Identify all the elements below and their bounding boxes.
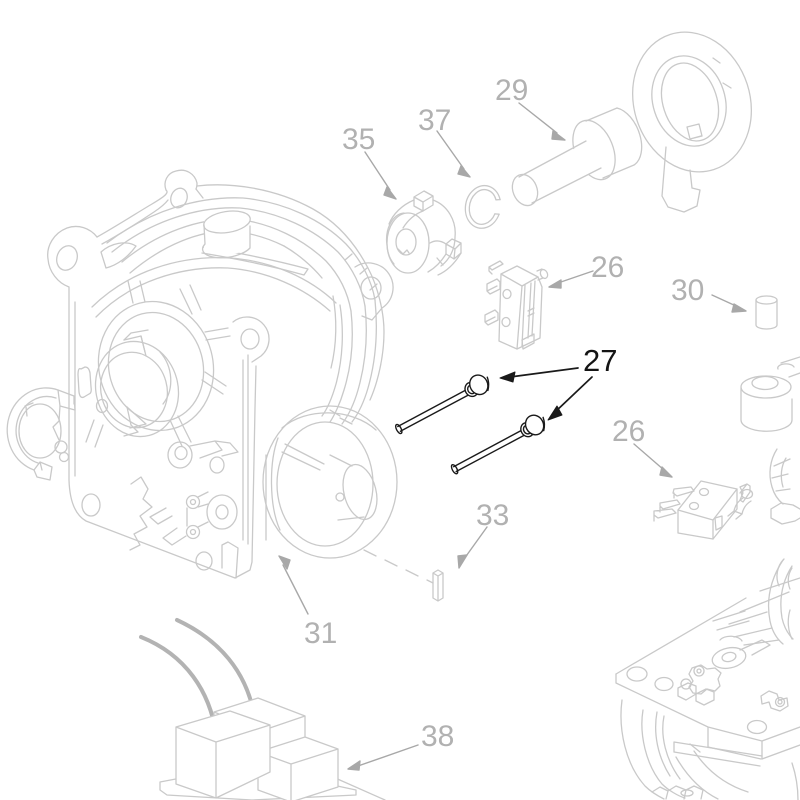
svg-text:31: 31 (304, 617, 337, 650)
svg-text:38: 38 (421, 720, 454, 753)
svg-text:26: 26 (612, 415, 645, 448)
svg-text:29: 29 (495, 74, 528, 107)
svg-text:33: 33 (476, 499, 509, 532)
svg-text:35: 35 (342, 123, 375, 156)
svg-text:30: 30 (671, 274, 704, 307)
svg-text:27: 27 (583, 343, 617, 378)
svg-text:26: 26 (591, 251, 624, 284)
svg-text:37: 37 (418, 104, 451, 137)
